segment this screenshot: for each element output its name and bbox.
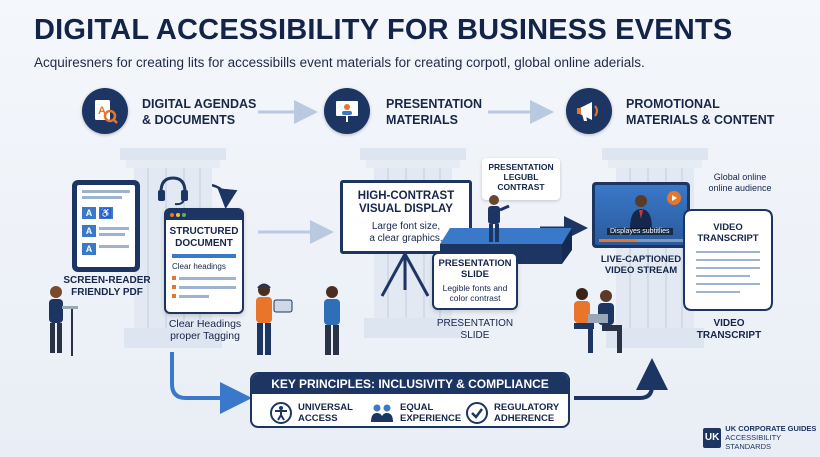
structured-document-item: Clear headings bbox=[172, 262, 226, 271]
pdf-tablet: A ♿ A A bbox=[72, 180, 140, 272]
accessibility-icon bbox=[270, 402, 292, 424]
presentation-slide-card: PRESENTATION SLIDE Legible fonts and col… bbox=[432, 252, 518, 310]
slide-body: Legible fonts and color contrast bbox=[442, 283, 508, 303]
page-subtitle: Acquiresners for creating lits for acces… bbox=[34, 55, 645, 70]
person-with-laptop-left bbox=[49, 286, 78, 356]
play-icon[interactable] bbox=[667, 191, 681, 205]
publisher-logo: UK UK CORPORATE GUIDES ACCESSIBILITY STA… bbox=[703, 424, 820, 451]
section-icon-promotional bbox=[566, 88, 612, 134]
slide-title: PRESENTATION SLIDE bbox=[438, 258, 512, 280]
section-icon-documents: A bbox=[82, 88, 128, 134]
headset-icon bbox=[158, 176, 188, 206]
principle-label-1: UNIVERSAL ACCESS bbox=[298, 402, 353, 424]
principle-regulatory-adherence: REGULATORY ADHERENCE bbox=[466, 398, 560, 426]
callout-text: PRESENTATION LEGUBL CONTRAST bbox=[488, 162, 554, 192]
structured-document-window: STRUCTURED DOCUMENT Clear headings bbox=[164, 208, 244, 314]
presenter-figure bbox=[488, 195, 510, 242]
section-label-documents: DIGITAL AGENDAS & DOCUMENTS bbox=[142, 97, 257, 127]
people-icon bbox=[371, 404, 393, 422]
document-search-icon: A bbox=[95, 100, 118, 124]
video-frame: Displayes subtitlies bbox=[595, 185, 687, 245]
transcript-scroll-shape bbox=[683, 209, 773, 311]
video-stream-screen: Displayes subtitlies bbox=[592, 182, 690, 248]
audience-label: Global online online audience bbox=[708, 172, 772, 193]
accessibility-a-icon-3: A bbox=[82, 243, 96, 255]
page-title: DIGITAL ACCESSIBILITY FOR BUSINESS EVENT… bbox=[34, 14, 733, 46]
transcript-title: VIDEO TRANSCRIPT bbox=[697, 222, 759, 244]
logo-text: UK CORPORATE GUIDES ACCESSIBILITY STANDA… bbox=[725, 424, 817, 451]
display-body: Large font size, a clear graphics. bbox=[369, 221, 443, 244]
section-label-promotional: PROMOTIONAL MATERIALS & CONTENT bbox=[626, 97, 775, 127]
subtitle-caption: Displayes subtitlies bbox=[607, 228, 673, 235]
section-label-presentation: PRESENTATION MATERIALS bbox=[386, 97, 483, 127]
display-title: HIGH-CONTRAST VISUAL DISPLAY bbox=[357, 190, 455, 215]
principle-label-3: REGULATORY ADHERENCE bbox=[494, 402, 560, 424]
slide-label: PRESENTATION SLIDE bbox=[436, 318, 514, 341]
person-with-tablet-middle bbox=[256, 283, 293, 355]
pdf-label: SCREEN-READER FRIENDLY PDF bbox=[63, 275, 151, 298]
principle-label-2: EQUAL EXPERIENCE bbox=[400, 402, 462, 424]
principles-heading: KEY PRINCIPLES: INCLUSIVITY & COMPLIANCE bbox=[252, 374, 568, 394]
key-principles-box: KEY PRINCIPLES: INCLUSIVITY & COMPLIANCE… bbox=[250, 372, 570, 428]
transcript-label: VIDEO TRANSCRIPT bbox=[696, 318, 762, 341]
svg-text:A: A bbox=[98, 105, 106, 117]
tagging-label: Clear Headings proper Tagging bbox=[168, 318, 242, 342]
presenter-callout: PRESENTATION LEGUBL CONTRAST bbox=[482, 158, 560, 200]
accessibility-a-icon: A bbox=[82, 207, 96, 219]
check-badge-icon bbox=[466, 402, 488, 424]
presentation-board-icon bbox=[336, 101, 358, 122]
logo-mark: UK bbox=[703, 427, 722, 448]
speaker-figure bbox=[630, 195, 652, 229]
easel-stand bbox=[380, 254, 430, 297]
structured-document-title: STRUCTURED DOCUMENT bbox=[169, 226, 239, 249]
section-icon-presentation bbox=[324, 88, 370, 134]
stream-label: LIVE-CAPTIONED VIDEO STREAM bbox=[600, 254, 682, 276]
seated-people bbox=[574, 288, 622, 353]
principle-equal-experience: EQUAL EXPERIENCE bbox=[370, 398, 462, 426]
accessibility-a-icon-2: A bbox=[82, 225, 96, 237]
wheelchair-icon: ♿ bbox=[99, 207, 113, 219]
video-progress-bar[interactable] bbox=[599, 239, 683, 242]
pdf-screen: A ♿ A A bbox=[77, 185, 135, 267]
megaphone-icon bbox=[577, 102, 598, 121]
principle-universal-access: UNIVERSAL ACCESS bbox=[270, 398, 353, 426]
person-walking bbox=[324, 286, 340, 355]
window-titlebar bbox=[166, 210, 242, 220]
